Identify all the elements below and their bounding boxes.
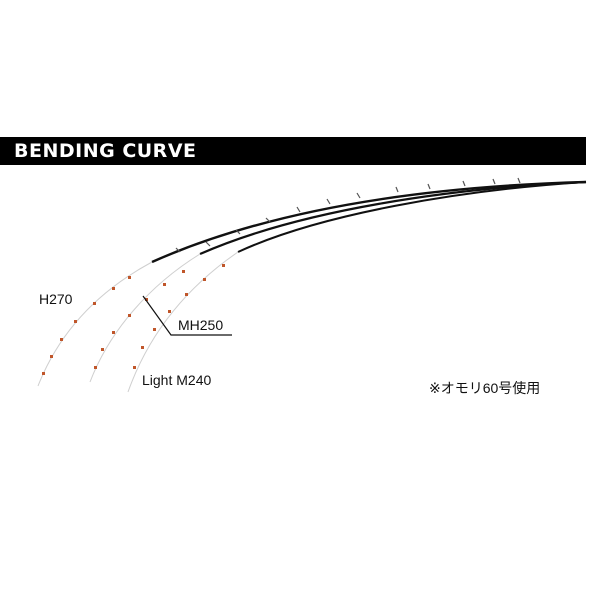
rod-curve-light-m240	[127, 181, 587, 393]
rod-label-light-m240: Light M240	[142, 372, 212, 388]
tip-guides	[42, 264, 225, 375]
mh250-leader-line	[142, 295, 232, 336]
rod-curve-h270	[37, 180, 587, 387]
rod-curve-mh250	[89, 180, 587, 383]
rod-label-mh250: MH250	[178, 317, 224, 333]
section-title: BENDING CURVE	[14, 140, 197, 162]
rod-label-h270: H270	[39, 291, 73, 307]
header-bar: BENDING CURVE	[0, 137, 586, 165]
rod-guides	[175, 177, 521, 253]
weight-note: ※オモリ60号使用	[429, 380, 541, 396]
